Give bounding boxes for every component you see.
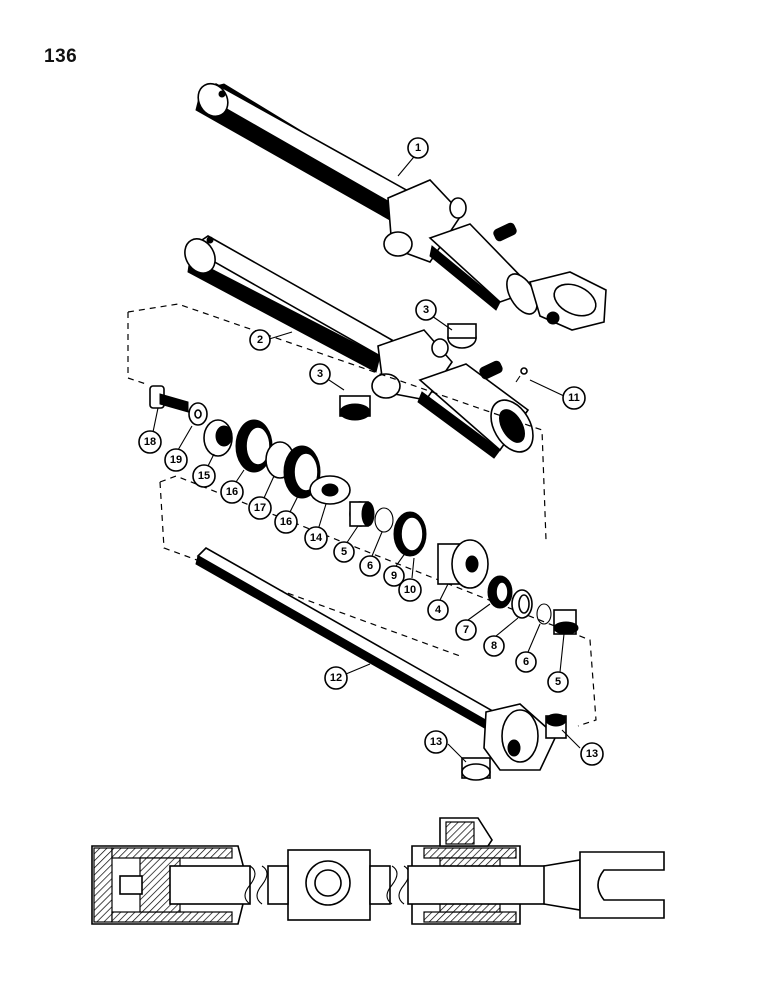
- svg-text:13: 13: [586, 748, 598, 760]
- pin-lower-icon: [339, 395, 371, 421]
- seal-16a-icon: [235, 419, 273, 473]
- callout: 16: [274, 510, 298, 534]
- svg-text:18: 18: [144, 436, 156, 448]
- grease-fitting-icon: [515, 367, 528, 383]
- wiper-8-icon: [511, 589, 533, 619]
- callouts: 1 2 3 3 11 18 19 15 16 17 16 14 5 6 9 10…: [138, 137, 604, 766]
- callout: 6: [359, 555, 381, 577]
- callout: 13: [580, 742, 604, 766]
- callout: 2: [249, 329, 271, 351]
- svg-text:16: 16: [226, 486, 238, 498]
- seal-7-icon: [487, 575, 513, 609]
- callout: 10: [398, 578, 422, 602]
- callout: 16: [220, 480, 244, 504]
- callout: 15: [192, 464, 216, 488]
- svg-text:3: 3: [423, 304, 429, 316]
- bushing-5a-icon: [349, 501, 375, 527]
- o-ring-6a-icon: [374, 507, 394, 533]
- svg-text:10: 10: [404, 584, 416, 596]
- svg-text:5: 5: [555, 676, 561, 688]
- callout: 11: [562, 386, 586, 410]
- callout: 9: [383, 565, 405, 587]
- gland-4-icon: [437, 539, 489, 589]
- callout: 14: [304, 526, 328, 550]
- callout: 13: [424, 730, 448, 754]
- callout: 3: [309, 363, 331, 385]
- callout: 6: [515, 651, 537, 673]
- callout: 18: [138, 430, 162, 454]
- leader-lines: [152, 151, 581, 763]
- piston-rod-icon: [195, 547, 557, 771]
- assembled-cylinder-icon: [195, 82, 607, 331]
- callout: 5: [333, 541, 355, 563]
- callout: 5: [547, 671, 569, 693]
- svg-text:6: 6: [523, 656, 529, 668]
- svg-text:2: 2: [257, 334, 263, 346]
- svg-text:5: 5: [341, 546, 347, 558]
- o-ring-6b-icon: [536, 603, 552, 625]
- bushing-13b-icon: [545, 713, 567, 739]
- page-number: 136: [44, 46, 78, 67]
- cylinder-barrel-icon: [184, 235, 534, 459]
- callout: 4: [427, 599, 449, 621]
- pin-upper-icon: [447, 323, 477, 349]
- ring-9-icon: [393, 511, 427, 557]
- callout: 8: [483, 635, 505, 657]
- callout: 7: [455, 619, 477, 641]
- svg-text:6: 6: [367, 560, 373, 572]
- cylinder-cross-section-icon: [91, 817, 665, 925]
- svg-text:3: 3: [317, 368, 323, 380]
- callout: 17: [248, 496, 272, 520]
- svg-text:9: 9: [391, 570, 397, 582]
- bushing-13a-icon: [461, 757, 491, 781]
- washer-19-icon: [188, 402, 208, 426]
- washer-14-icon: [309, 475, 351, 505]
- svg-text:1: 1: [415, 142, 421, 154]
- svg-text:4: 4: [435, 604, 442, 616]
- svg-text:8: 8: [491, 640, 497, 652]
- svg-text:13: 13: [430, 736, 442, 748]
- bushing-5b-icon: [553, 609, 579, 635]
- svg-text:11: 11: [568, 392, 580, 404]
- svg-text:12: 12: [330, 672, 342, 684]
- bolt-icon: [149, 385, 189, 413]
- svg-text:16: 16: [280, 516, 292, 528]
- svg-text:14: 14: [310, 532, 323, 544]
- callout: 19: [164, 448, 188, 472]
- nut-15-icon: [203, 419, 233, 457]
- svg-text:19: 19: [170, 454, 182, 466]
- svg-text:15: 15: [198, 470, 210, 482]
- svg-text:17: 17: [254, 502, 266, 514]
- svg-text:7: 7: [463, 624, 469, 636]
- callout: 12: [324, 666, 348, 690]
- callout: 3: [415, 299, 437, 321]
- callout: 1: [407, 137, 429, 159]
